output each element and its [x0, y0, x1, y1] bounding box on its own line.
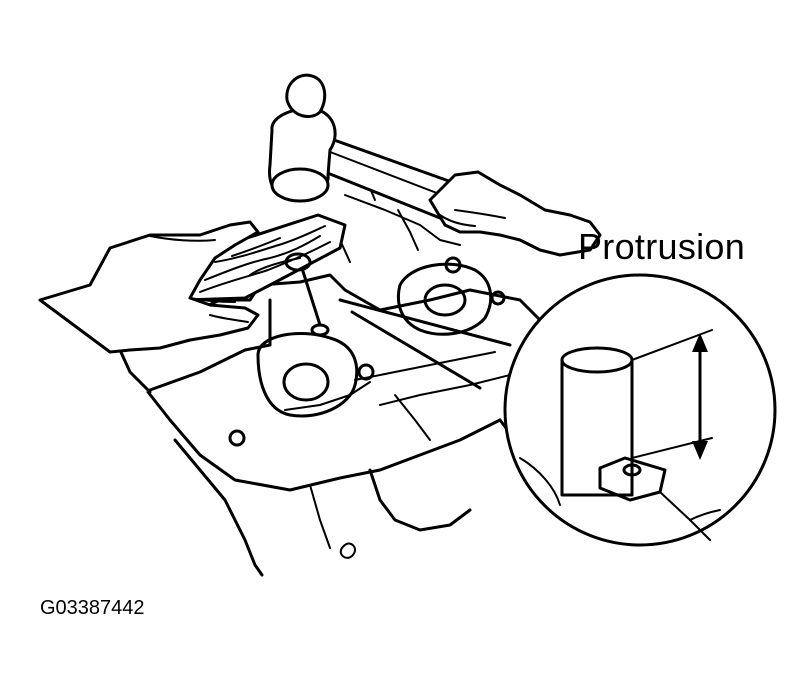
wood-block-icon	[183, 213, 347, 302]
protrusion-label: Protrusion	[578, 226, 746, 267]
callout-leader	[338, 298, 512, 390]
measurement-arrow-icon	[692, 333, 708, 460]
magnifier-callout-icon	[503, 273, 777, 547]
hand-icon	[38, 220, 260, 354]
figure-id-label: G03387442	[40, 597, 145, 619]
engine-block-icon	[118, 187, 558, 577]
hand-icon	[428, 170, 602, 257]
